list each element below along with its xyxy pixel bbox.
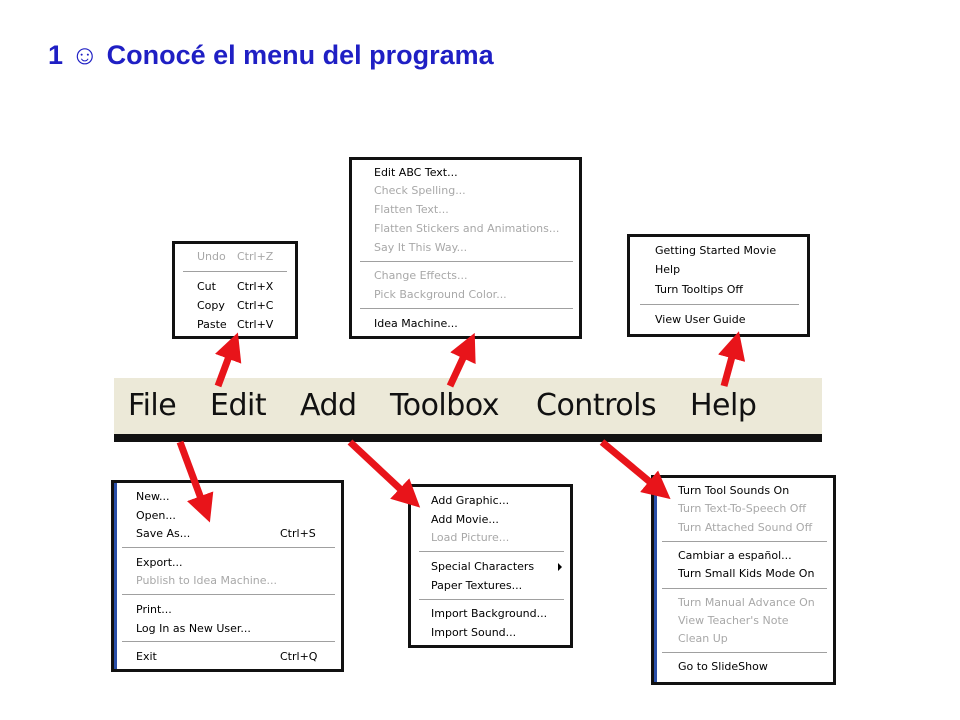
menu-separator <box>122 641 335 643</box>
controls-menu: Turn Tool Sounds On Turn Text-To-Speech … <box>651 475 836 685</box>
window-edge <box>654 478 657 682</box>
menu-separator <box>122 594 335 596</box>
slide-title-text: Conocé el menu del programa <box>106 40 494 70</box>
menu-separator <box>419 551 564 553</box>
menubar-toolbox[interactable]: Toolbox <box>390 388 500 423</box>
arrow-controls-menu <box>599 439 671 500</box>
menu-separator <box>360 308 573 310</box>
menubar-file[interactable]: File <box>128 388 177 423</box>
menu-item-paper-textures[interactable]: Paper Textures... <box>431 579 523 592</box>
menu-item-exit[interactable]: Exit Ctrl+Q <box>136 650 318 663</box>
window-edge <box>114 483 117 669</box>
slide-number: 1 <box>48 40 64 70</box>
edit-menu: Undo Ctrl+Z Cut Ctrl+X Copy Ctrl+C Paste… <box>172 241 298 339</box>
menu-separator <box>419 599 564 601</box>
menu-item-special-characters[interactable]: Special Characters <box>411 558 570 576</box>
add-menu: Add Graphic... Add Movie... Load Picture… <box>408 484 573 648</box>
menu-item-turn-tooltips-off[interactable]: Turn Tooltips Off <box>655 283 743 296</box>
menu-item-import-background[interactable]: Import Background... <box>431 607 548 620</box>
submenu-arrow-icon <box>558 563 562 571</box>
menu-item-flatten-text[interactable]: Flatten Text... <box>374 203 449 216</box>
arrow-help-menu <box>718 331 746 387</box>
menu-item-go-to-slideshow[interactable]: Go to SlideShow <box>678 660 768 673</box>
smiley-icon: ☺ <box>71 40 99 70</box>
menu-item-new[interactable]: New... <box>136 490 170 503</box>
menu-item-clean-up[interactable]: Clean Up <box>678 632 728 645</box>
menu-item-change-effects[interactable]: Change Effects... <box>374 269 468 282</box>
menu-separator <box>640 304 799 306</box>
menu-item-view-teachers-note[interactable]: View Teacher's Note <box>678 614 789 627</box>
menu-item-publish-to-idea-machine[interactable]: Publish to Idea Machine... <box>136 574 278 587</box>
menu-item-turn-attached-sound-off[interactable]: Turn Attached Sound Off <box>678 521 813 534</box>
menubar-help[interactable]: Help <box>690 388 757 423</box>
menu-item-idea-machine[interactable]: Idea Machine... <box>374 317 458 330</box>
menubar-controls[interactable]: Controls <box>536 388 657 423</box>
menu-item-turn-tool-sounds-on[interactable]: Turn Tool Sounds On <box>678 484 790 497</box>
menu-item-copy[interactable]: Copy Ctrl+C <box>197 299 274 312</box>
menu-item-pick-background-color[interactable]: Pick Background Color... <box>374 288 507 301</box>
menu-separator <box>662 541 827 543</box>
menu-item-export[interactable]: Export... <box>136 556 183 569</box>
arrow-file-menu <box>176 440 214 523</box>
menu-item-add-movie[interactable]: Add Movie... <box>431 513 499 526</box>
menu-item-edit-abc-text[interactable]: Edit ABC Text... <box>374 166 458 179</box>
arrow-toolbox-menu <box>446 332 476 388</box>
toolbox-menu: Edit ABC Text... Check Spelling... Flatt… <box>349 157 582 339</box>
menu-item-add-graphic[interactable]: Add Graphic... <box>431 494 510 507</box>
menu-item-turn-text-to-speech-off[interactable]: Turn Text-To-Speech Off <box>678 502 807 515</box>
menu-item-say-it-this-way[interactable]: Say It This Way... <box>374 241 468 254</box>
slide-title: 1☺Conocé el menu del programa <box>48 40 502 71</box>
menubar-add[interactable]: Add <box>300 388 357 423</box>
menu-item-print[interactable]: Print... <box>136 603 172 616</box>
menu-item-turn-small-kids-mode-on[interactable]: Turn Small Kids Mode On <box>678 567 815 580</box>
menu-item-getting-started-movie[interactable]: Getting Started Movie <box>655 244 777 257</box>
menu-item-save-as[interactable]: Save As... Ctrl+S <box>136 527 316 540</box>
menu-item-help[interactable]: Help <box>655 263 681 276</box>
menu-item-cambiar-a-espanol[interactable]: Cambiar a español... <box>678 549 792 562</box>
menu-separator <box>360 261 573 263</box>
menu-item-load-picture[interactable]: Load Picture... <box>431 531 510 544</box>
file-menu: New... Open... Save As... Ctrl+S Export.… <box>111 480 344 672</box>
menu-separator <box>122 547 335 549</box>
menu-item-undo[interactable]: Undo Ctrl+Z <box>197 250 274 263</box>
menu-item-turn-manual-advance-on[interactable]: Turn Manual Advance On <box>678 596 815 609</box>
menu-separator <box>183 271 287 273</box>
menu-separator <box>662 652 827 654</box>
menu-item-check-spelling[interactable]: Check Spelling... <box>374 184 466 197</box>
menu-item-import-sound[interactable]: Import Sound... <box>431 626 517 639</box>
menu-item-open[interactable]: Open... <box>136 509 176 522</box>
arrow-add-menu <box>347 439 421 508</box>
menu-item-view-user-guide[interactable]: View User Guide <box>655 313 746 326</box>
menubar-edit[interactable]: Edit <box>210 388 267 423</box>
menu-bar: File Edit Add Toolbox Controls Help <box>114 378 822 442</box>
menu-item-paste[interactable]: Paste Ctrl+V <box>197 318 274 331</box>
menu-item-cut[interactable]: Cut Ctrl+X <box>197 280 274 293</box>
menu-item-log-in-as-new-user[interactable]: Log In as New User... <box>136 622 251 635</box>
arrow-edit-menu <box>214 332 242 388</box>
menu-item-flatten-stickers[interactable]: Flatten Stickers and Animations... <box>374 222 560 235</box>
menu-separator <box>662 588 827 590</box>
